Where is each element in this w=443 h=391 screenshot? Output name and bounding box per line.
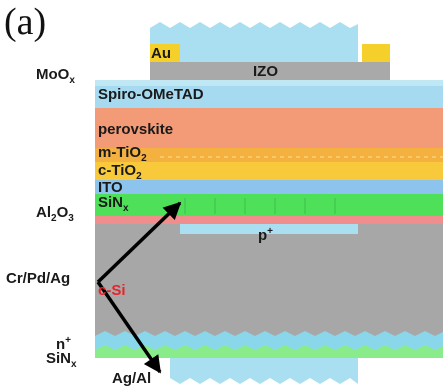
spiro-layer [95,86,443,108]
perovskite-layer [95,108,443,148]
n-plus-layer [95,331,443,350]
ag-al-contact [170,358,358,384]
moox-label: MoOx [36,66,75,86]
izo-top-cap [150,22,358,66]
contact-label: Cr/Pd/Ag [6,270,71,287]
izo-layer [150,62,390,80]
c-si-label: c-Si [98,282,126,299]
sinx-bottom-label: SiNx [46,350,77,370]
al2o3-label: Al2O3 [36,204,74,224]
perovskite-label: perovskite [98,121,174,138]
sinx-top-layer [95,194,443,216]
sinx-bottom-layer [95,345,443,358]
c-tio2-layer [95,162,443,180]
ito-label: ITO [98,179,123,196]
n-plus-label: n+ [56,335,72,353]
moox-layer [95,80,443,86]
au-pad-left [150,44,180,62]
au-pad-right [362,44,390,62]
p-plus-region [180,224,358,234]
c-tio2-label: c-TiO2 [98,162,142,183]
m-tio2-layer [95,148,443,162]
au-label: Au [151,45,171,62]
c-si-bulk [95,224,443,336]
p-plus-label: p+ [258,226,274,244]
al2o3-layer [95,216,443,224]
arrow-to-rear-contact [96,281,162,374]
sinx-top-label: SiNx [98,194,129,215]
sinx-texture [184,198,336,214]
izo-label: IZO [253,63,278,80]
arrow-to-front-contact [96,201,182,284]
ito-layer [95,180,443,194]
spiro-label: Spiro-OMeTAD [98,86,204,103]
panel-label: (a) [4,1,47,43]
ag-al-label: Ag/Al [112,370,152,387]
m-tio2-label: m-TiO2 [98,144,147,165]
